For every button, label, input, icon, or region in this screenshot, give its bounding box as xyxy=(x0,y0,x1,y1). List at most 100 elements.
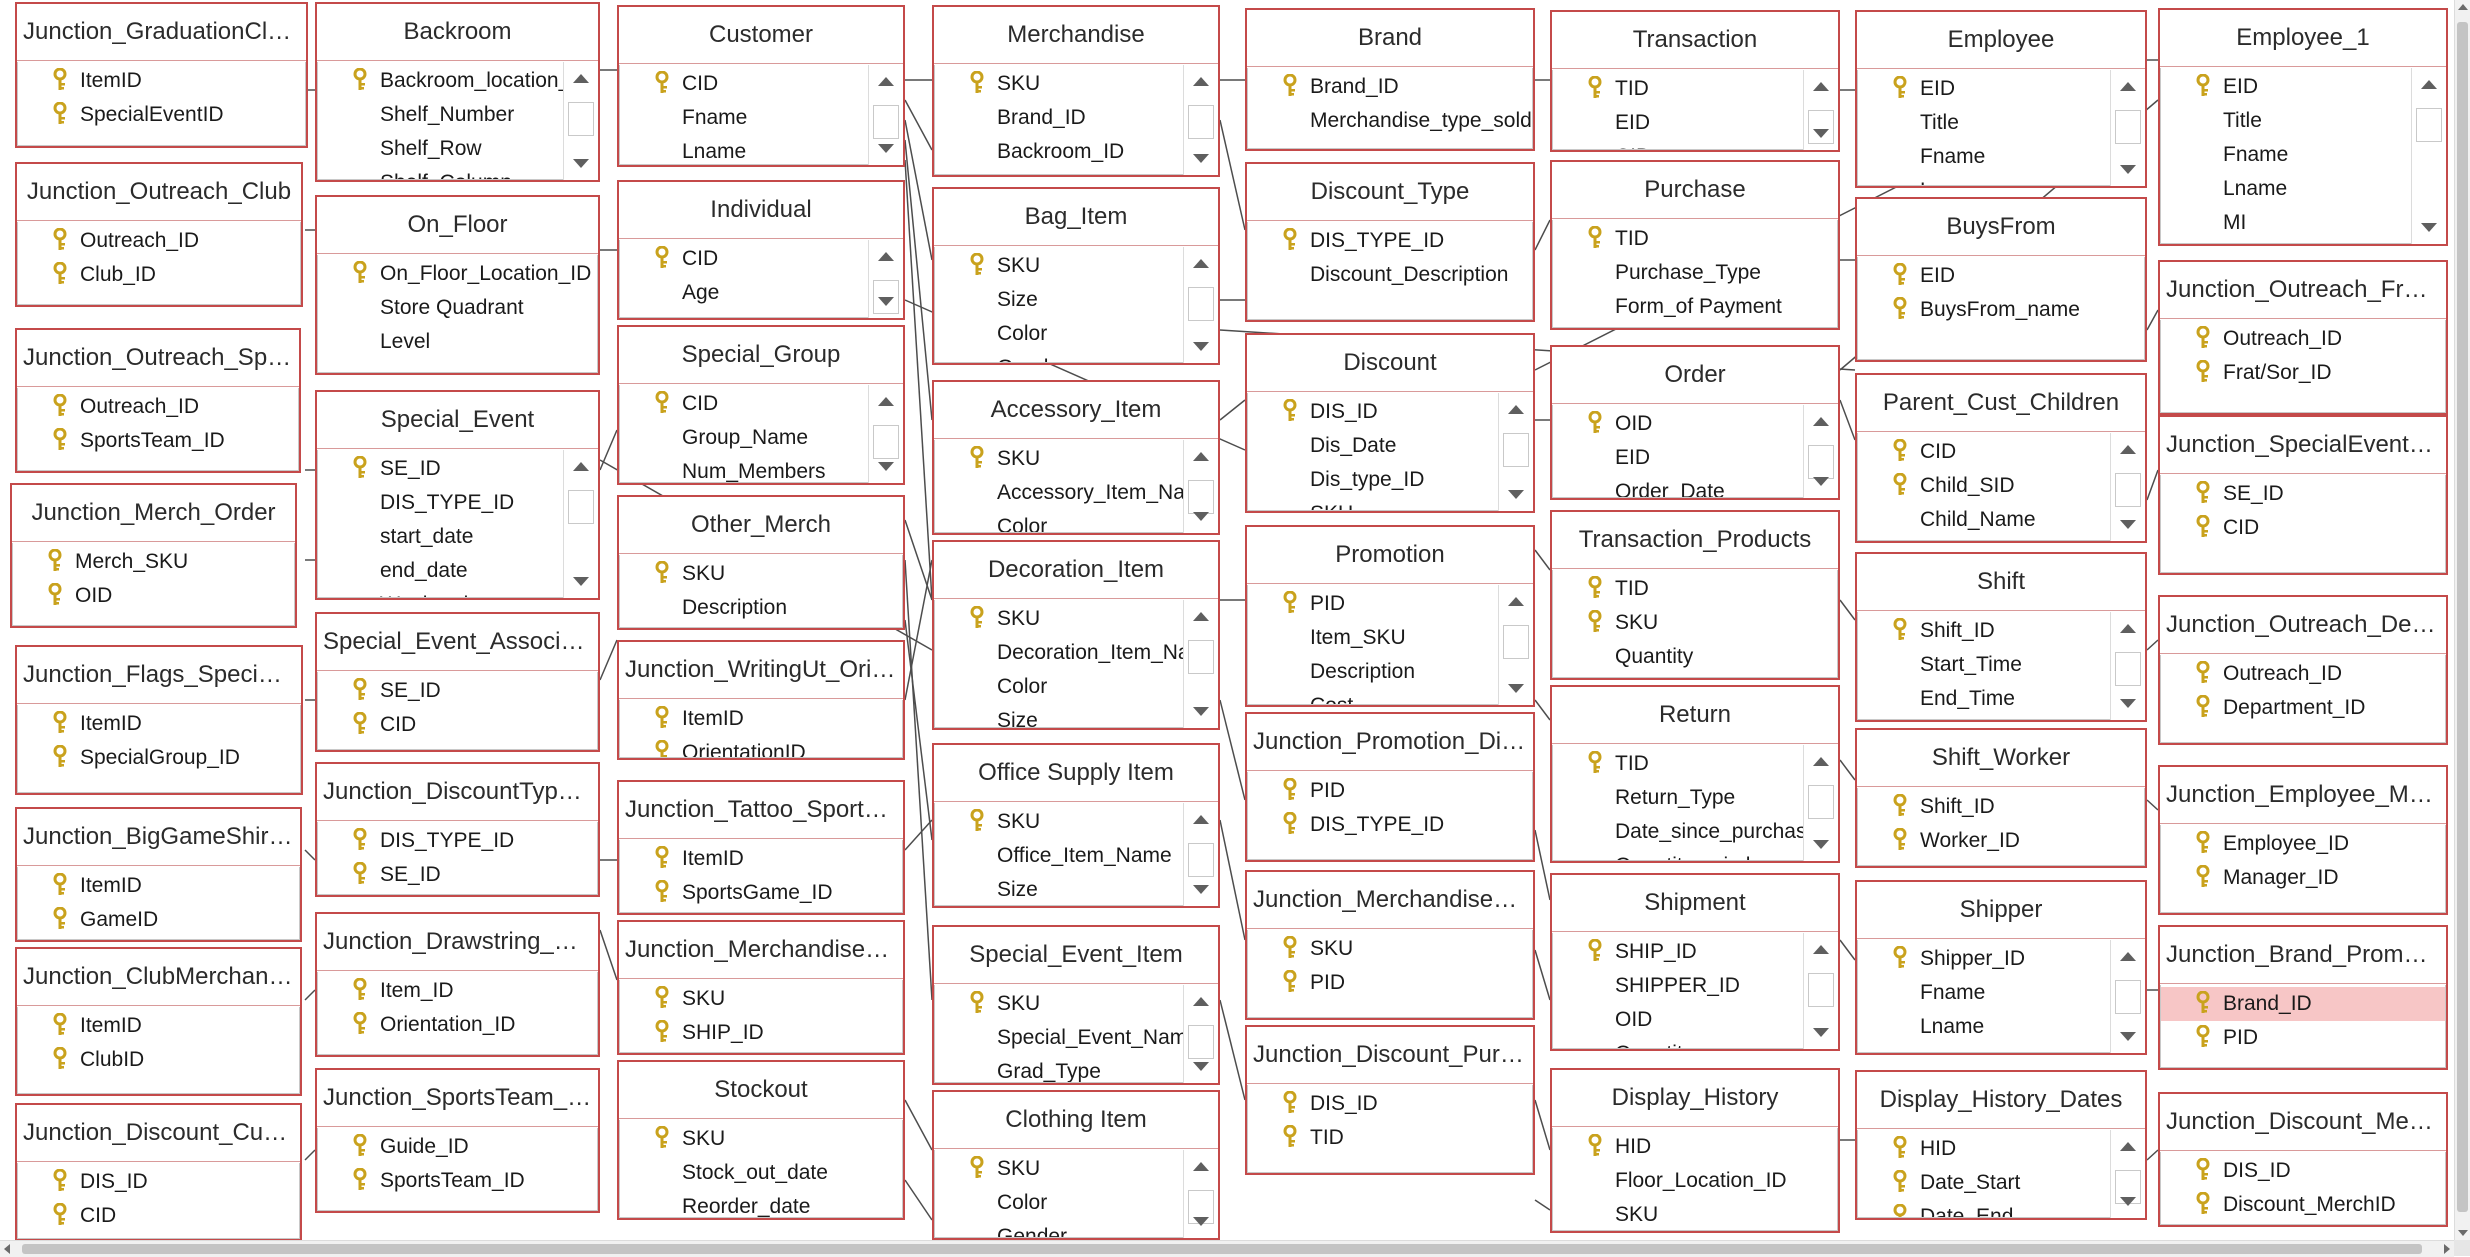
table-title[interactable]: Junction_Tattoo_Sports… xyxy=(619,782,903,839)
field-row[interactable]: SKU xyxy=(1553,606,1837,640)
field-scrollbar[interactable] xyxy=(1803,405,1838,498)
field-scrollbar[interactable] xyxy=(1183,600,1218,728)
field-row[interactable]: Backroom_location_I xyxy=(318,64,563,98)
table-merchandise[interactable]: MerchandiseSKUBrand_IDBackroom_IDOn_Floo… xyxy=(932,5,1220,177)
scroll-down-icon[interactable] xyxy=(1193,707,1209,716)
table-title[interactable]: Clothing Item xyxy=(934,1092,1218,1149)
table-title[interactable]: Junction_Discount_Purc… xyxy=(1247,1027,1533,1084)
scroll-up-icon[interactable] xyxy=(1193,612,1209,621)
relationship-line[interactable] xyxy=(1839,599,1856,621)
table-title[interactable]: Shipper xyxy=(1857,882,2145,939)
relationship-line[interactable] xyxy=(304,989,316,1001)
table-title[interactable]: Order xyxy=(1552,347,1838,404)
field-row[interactable]: Quantity xyxy=(1553,640,1837,674)
relationship-line[interactable] xyxy=(1839,399,1856,441)
field-row[interactable]: Floor_Location_ID xyxy=(1553,1164,1837,1198)
table-title[interactable]: Discount xyxy=(1247,335,1533,392)
relationship-line[interactable] xyxy=(904,1179,933,1221)
field-row[interactable]: HID xyxy=(1858,1132,2110,1166)
field-row[interactable]: Color xyxy=(935,317,1183,351)
table-title[interactable]: On_Floor xyxy=(317,197,598,254)
field-row[interactable]: SKU xyxy=(935,67,1183,101)
field-row[interactable]: SKU xyxy=(1248,932,1532,966)
scroll-up-icon[interactable] xyxy=(1193,815,1209,824)
field-row[interactable]: DIS_TYPE_ID xyxy=(1248,224,1532,258)
field-row[interactable]: SKU xyxy=(620,1122,902,1156)
table-title[interactable]: Merchandise xyxy=(934,7,1218,64)
field-row[interactable]: ItemID xyxy=(18,707,300,741)
field-row[interactable]: EID xyxy=(1553,441,1803,475)
field-row[interactable]: Item_ID xyxy=(318,974,597,1008)
field-scrollbar[interactable] xyxy=(1183,803,1218,906)
scroll-down-icon[interactable] xyxy=(878,144,894,153)
field-scroll-thumb[interactable] xyxy=(873,280,899,314)
relationship-line[interactable] xyxy=(1219,819,1246,941)
table-title[interactable]: Junction_Discount_Cust… xyxy=(17,1105,300,1162)
relationship-line[interactable] xyxy=(904,619,933,841)
table-title[interactable]: Display_History_Dates xyxy=(1857,1072,2145,1129)
field-row[interactable]: ClubID xyxy=(18,1043,299,1077)
field-row[interactable]: SKU xyxy=(620,982,902,1016)
field-scrollbar[interactable] xyxy=(2411,68,2446,244)
field-scrollbar[interactable] xyxy=(1183,440,1218,533)
table-title[interactable]: Junction_Merch_Order xyxy=(12,485,295,542)
field-row[interactable]: Discount_MerchID xyxy=(2161,1188,2445,1222)
field-row[interactable]: Club_ID xyxy=(18,258,300,292)
relationship-line[interactable] xyxy=(1219,699,1246,801)
field-scrollbar[interactable] xyxy=(1498,585,1533,705)
relationship-line[interactable] xyxy=(2146,1149,2159,1161)
field-scrollbar[interactable] xyxy=(2110,433,2145,541)
table-title[interactable]: Junction_Outreach_Club xyxy=(17,164,301,221)
field-row[interactable]: EID xyxy=(2161,70,2411,104)
vertical-scroll-thumb[interactable] xyxy=(2457,22,2468,1212)
scroll-up-icon[interactable] xyxy=(2120,445,2136,454)
field-row[interactable]: CID xyxy=(620,242,868,276)
field-row[interactable]: CID xyxy=(18,1199,299,1233)
field-row[interactable]: Item_SKU xyxy=(1248,621,1498,655)
field-scroll-thumb[interactable] xyxy=(1188,480,1214,514)
field-row[interactable]: Department_ID xyxy=(2161,691,2445,725)
table-title[interactable]: Junction_Merchandise_P… xyxy=(1247,872,1533,929)
field-row[interactable]: SHIP_ID xyxy=(620,1016,902,1050)
scroll-up-icon[interactable] xyxy=(1508,405,1524,414)
horizontal-scroll-thumb[interactable] xyxy=(22,1244,2422,1254)
field-row[interactable]: ItemID xyxy=(18,1009,299,1043)
scroll-up-icon[interactable] xyxy=(878,252,894,261)
relationship-line[interactable] xyxy=(1219,119,1246,231)
field-row[interactable]: Weekend xyxy=(318,588,563,597)
scroll-left-icon[interactable] xyxy=(4,1244,10,1254)
field-row[interactable]: SKU xyxy=(1248,497,1498,510)
scroll-up-icon[interactable] xyxy=(2120,952,2136,961)
table-title[interactable]: Return xyxy=(1552,687,1838,744)
field-row[interactable]: Date_Start xyxy=(1858,1166,2110,1200)
table-title[interactable]: Shift xyxy=(1857,554,2145,611)
relationship-line[interactable] xyxy=(904,99,933,151)
field-row[interactable]: Shelf_Number xyxy=(318,98,563,132)
table-title[interactable]: Bag_Item xyxy=(934,189,1218,246)
scroll-up-icon[interactable] xyxy=(1813,82,1829,91)
field-row[interactable]: CID xyxy=(620,387,868,421)
